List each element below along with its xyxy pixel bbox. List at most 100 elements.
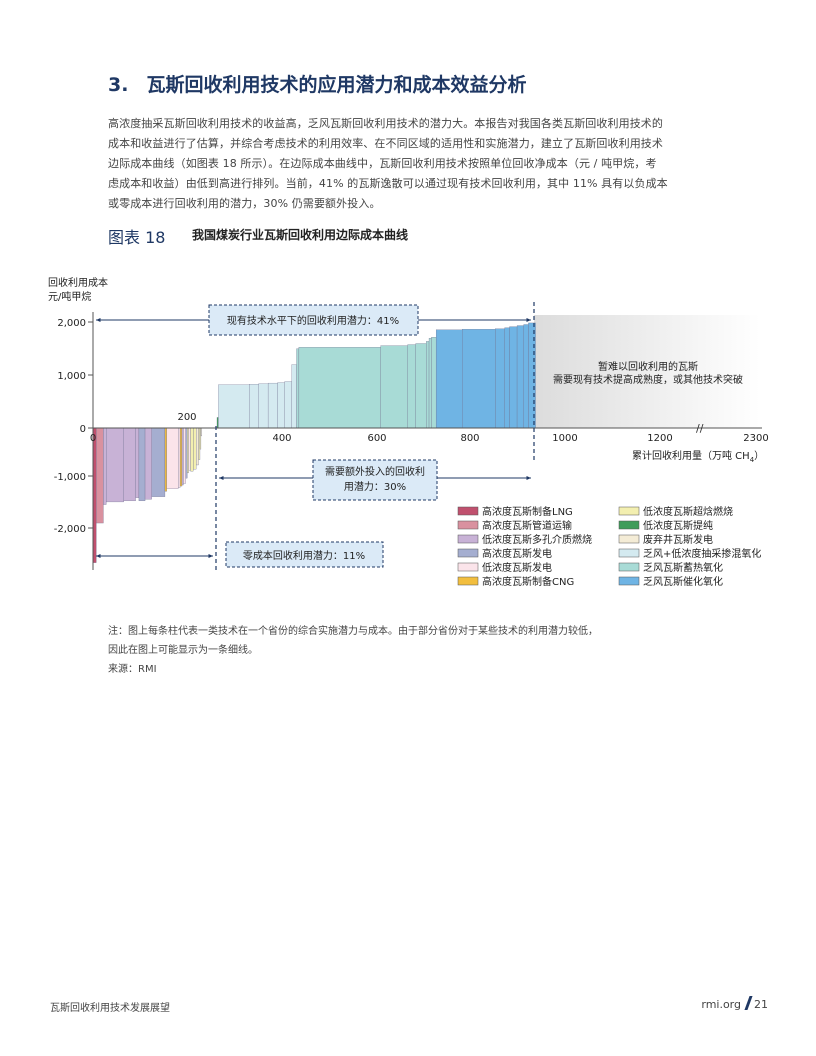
- slash-logo-icon: [744, 996, 753, 1010]
- cost-bar: [138, 427, 146, 502]
- legend-swatch: [618, 520, 640, 530]
- x-tick-label: 0: [90, 433, 96, 444]
- cost-bar: [504, 327, 510, 429]
- section-heading: 瓦斯回收利用技术的应用潜力和成本效益分析: [146, 74, 527, 96]
- cost-bar: [495, 328, 505, 429]
- cost-bar: [151, 427, 166, 497]
- x-tick-label: 200: [177, 412, 196, 423]
- legend-label: 乏风瓦斯催化氧化: [643, 575, 723, 588]
- legend-label: 低浓度瓦斯多孔介质燃烧: [482, 533, 592, 546]
- y-tick-label: 1,000: [57, 371, 86, 382]
- cost-bar: [135, 427, 140, 498]
- cost-bar: [181, 427, 184, 486]
- cost-bar: [103, 427, 107, 505]
- cost-bar: [188, 427, 191, 471]
- note-line: 注：图上每条柱代表一类技术在一个省份的综合实施潜力与成本。由于部分省份对于某些技…: [108, 626, 598, 637]
- marginal-cost-curve-chart: // 2,000 1,000 0 -1,000 -2,000 回收利用成本 元/…: [48, 276, 769, 588]
- legend-swatch: [457, 520, 479, 530]
- source-line: 来源：RMI: [108, 664, 157, 675]
- cost-bar: [431, 337, 437, 429]
- cost-bar: [183, 427, 186, 484]
- intro-paragraph: 高浓度抽采瓦斯回收利用技术的收益高，乏风瓦斯回收利用技术的潜力大。本报告对我国各…: [108, 114, 708, 214]
- cost-bar: [380, 345, 408, 429]
- paragraph-line: 成本和收益进行了估算，并综合考虑技术的利用效率、在不同区域的适用性和实施潜力，建…: [108, 137, 663, 150]
- legend-label: 高浓度瓦斯制备LNG: [482, 505, 573, 518]
- paragraph-line: 虑成本和收益）由低到高进行排列。当前，41% 的瓦斯逸散可以通过现有技术回收利用…: [108, 177, 668, 190]
- cost-bar: [291, 364, 297, 429]
- cost-bar: [428, 338, 432, 429]
- extra-investment-text-line2: 用潜力：30%: [344, 480, 406, 493]
- cost-bar: [106, 427, 124, 503]
- legend-swatch: [618, 562, 640, 572]
- footer-site-link[interactable]: rmi.org: [701, 998, 741, 1011]
- cost-bar: [426, 341, 430, 429]
- cost-bar: [509, 326, 518, 429]
- legend-label: 低浓度瓦斯提纯: [643, 519, 713, 532]
- x-tick-label: 2300: [743, 433, 768, 444]
- cost-bar: [164, 427, 167, 492]
- cost-bar: [407, 344, 416, 429]
- cost-bar: [185, 427, 188, 479]
- y-tick-label: -2,000: [54, 524, 86, 535]
- y-ticks: 2,000 1,000 0 -1,000 -2,000: [54, 318, 93, 535]
- existing-potential-text: 现有技术水平下的回收利用潜力：41%: [227, 314, 399, 327]
- legend-swatch: [618, 548, 640, 558]
- zero-cost-text: 零成本回收利用潜力：11%: [243, 549, 365, 562]
- cost-bar: [198, 427, 201, 460]
- cost-bar: [277, 382, 285, 429]
- legend-label: 低浓度瓦斯超焓燃烧: [643, 505, 733, 518]
- legend-swatch: [618, 506, 640, 516]
- y-tick-label: 0: [80, 424, 86, 435]
- x-tick-label: 1200: [647, 433, 672, 444]
- y-axis-label-line2: 元/吨甲烷: [48, 290, 91, 303]
- cost-bar: [462, 329, 496, 429]
- note-line: 因此在图上可能显示为一条细线。: [108, 645, 258, 656]
- zero-cost-box: [225, 541, 384, 568]
- cost-bar: [516, 325, 524, 429]
- y-tick-label: -1,000: [54, 472, 86, 483]
- unrecoverable-text-line1: 暂难以回收利用的瓦斯: [598, 360, 698, 373]
- paragraph-line: 边际成本曲线（如图表 18 所示）。在边际成本曲线中，瓦斯回收利用技术按照单位回…: [108, 157, 657, 170]
- x-tick-label: 400: [272, 433, 291, 444]
- cost-bar: [258, 383, 269, 429]
- figure-notes: 注：图上每条柱代表一类技术在一个省份的综合实施潜力与成本。由于部分省份对于某些技…: [108, 622, 598, 679]
- cost-bar: [166, 427, 179, 489]
- axis-break-mark: //: [696, 422, 704, 435]
- legend-label: 高浓度瓦斯管道运输: [482, 519, 572, 532]
- legend-label: 高浓度瓦斯发电: [482, 547, 552, 560]
- footer-title: 瓦斯回收利用技术发展展望: [50, 1003, 170, 1014]
- cost-bar: [196, 427, 199, 466]
- legend-swatch: [618, 576, 640, 586]
- cost-bar: [123, 427, 136, 502]
- legend-label: 高浓度瓦斯制备CNG: [482, 575, 574, 588]
- cost-bar: [267, 382, 278, 429]
- x-tick-label: 1000: [552, 433, 577, 444]
- extra-investment-text-line1: 需要额外投入的回收利: [325, 465, 425, 478]
- section-number: 3.: [108, 74, 129, 96]
- cost-bar: [249, 384, 259, 429]
- cost-bar: [179, 427, 183, 487]
- cost-bar: [218, 384, 250, 429]
- cost-bar: [284, 381, 292, 429]
- cost-bar: [415, 343, 427, 429]
- section-title: 3. 瓦斯回收利用技术的应用潜力和成本效益分析: [108, 70, 526, 97]
- cost-bar: [190, 427, 194, 472]
- cost-bar: [296, 348, 300, 429]
- cost-bar: [178, 427, 181, 488]
- y-axis-label-line1: 回收利用成本: [48, 276, 108, 289]
- cost-bar: [523, 324, 529, 429]
- x-axis-label: 累计回收利用量（万吨 CH4）: [632, 449, 764, 464]
- cost-bar: [200, 427, 203, 437]
- cost-bar: [96, 427, 104, 524]
- x-tick-label: 800: [460, 433, 479, 444]
- unrecoverable-text-line2: 需要现有技术提高成熟度，或其他技术突破: [553, 373, 743, 386]
- existing-potential-box: [208, 304, 419, 336]
- cost-bar: [435, 329, 463, 429]
- legend-swatch: [457, 534, 479, 544]
- extra-investment-box: [312, 459, 438, 501]
- figure-label: 图表 18: [108, 228, 166, 247]
- x-tick-label: 600: [367, 433, 386, 444]
- paragraph-line: 高浓度抽采瓦斯回收利用技术的收益高，乏风瓦斯回收利用技术的潜力大。本报告对我国各…: [108, 117, 663, 130]
